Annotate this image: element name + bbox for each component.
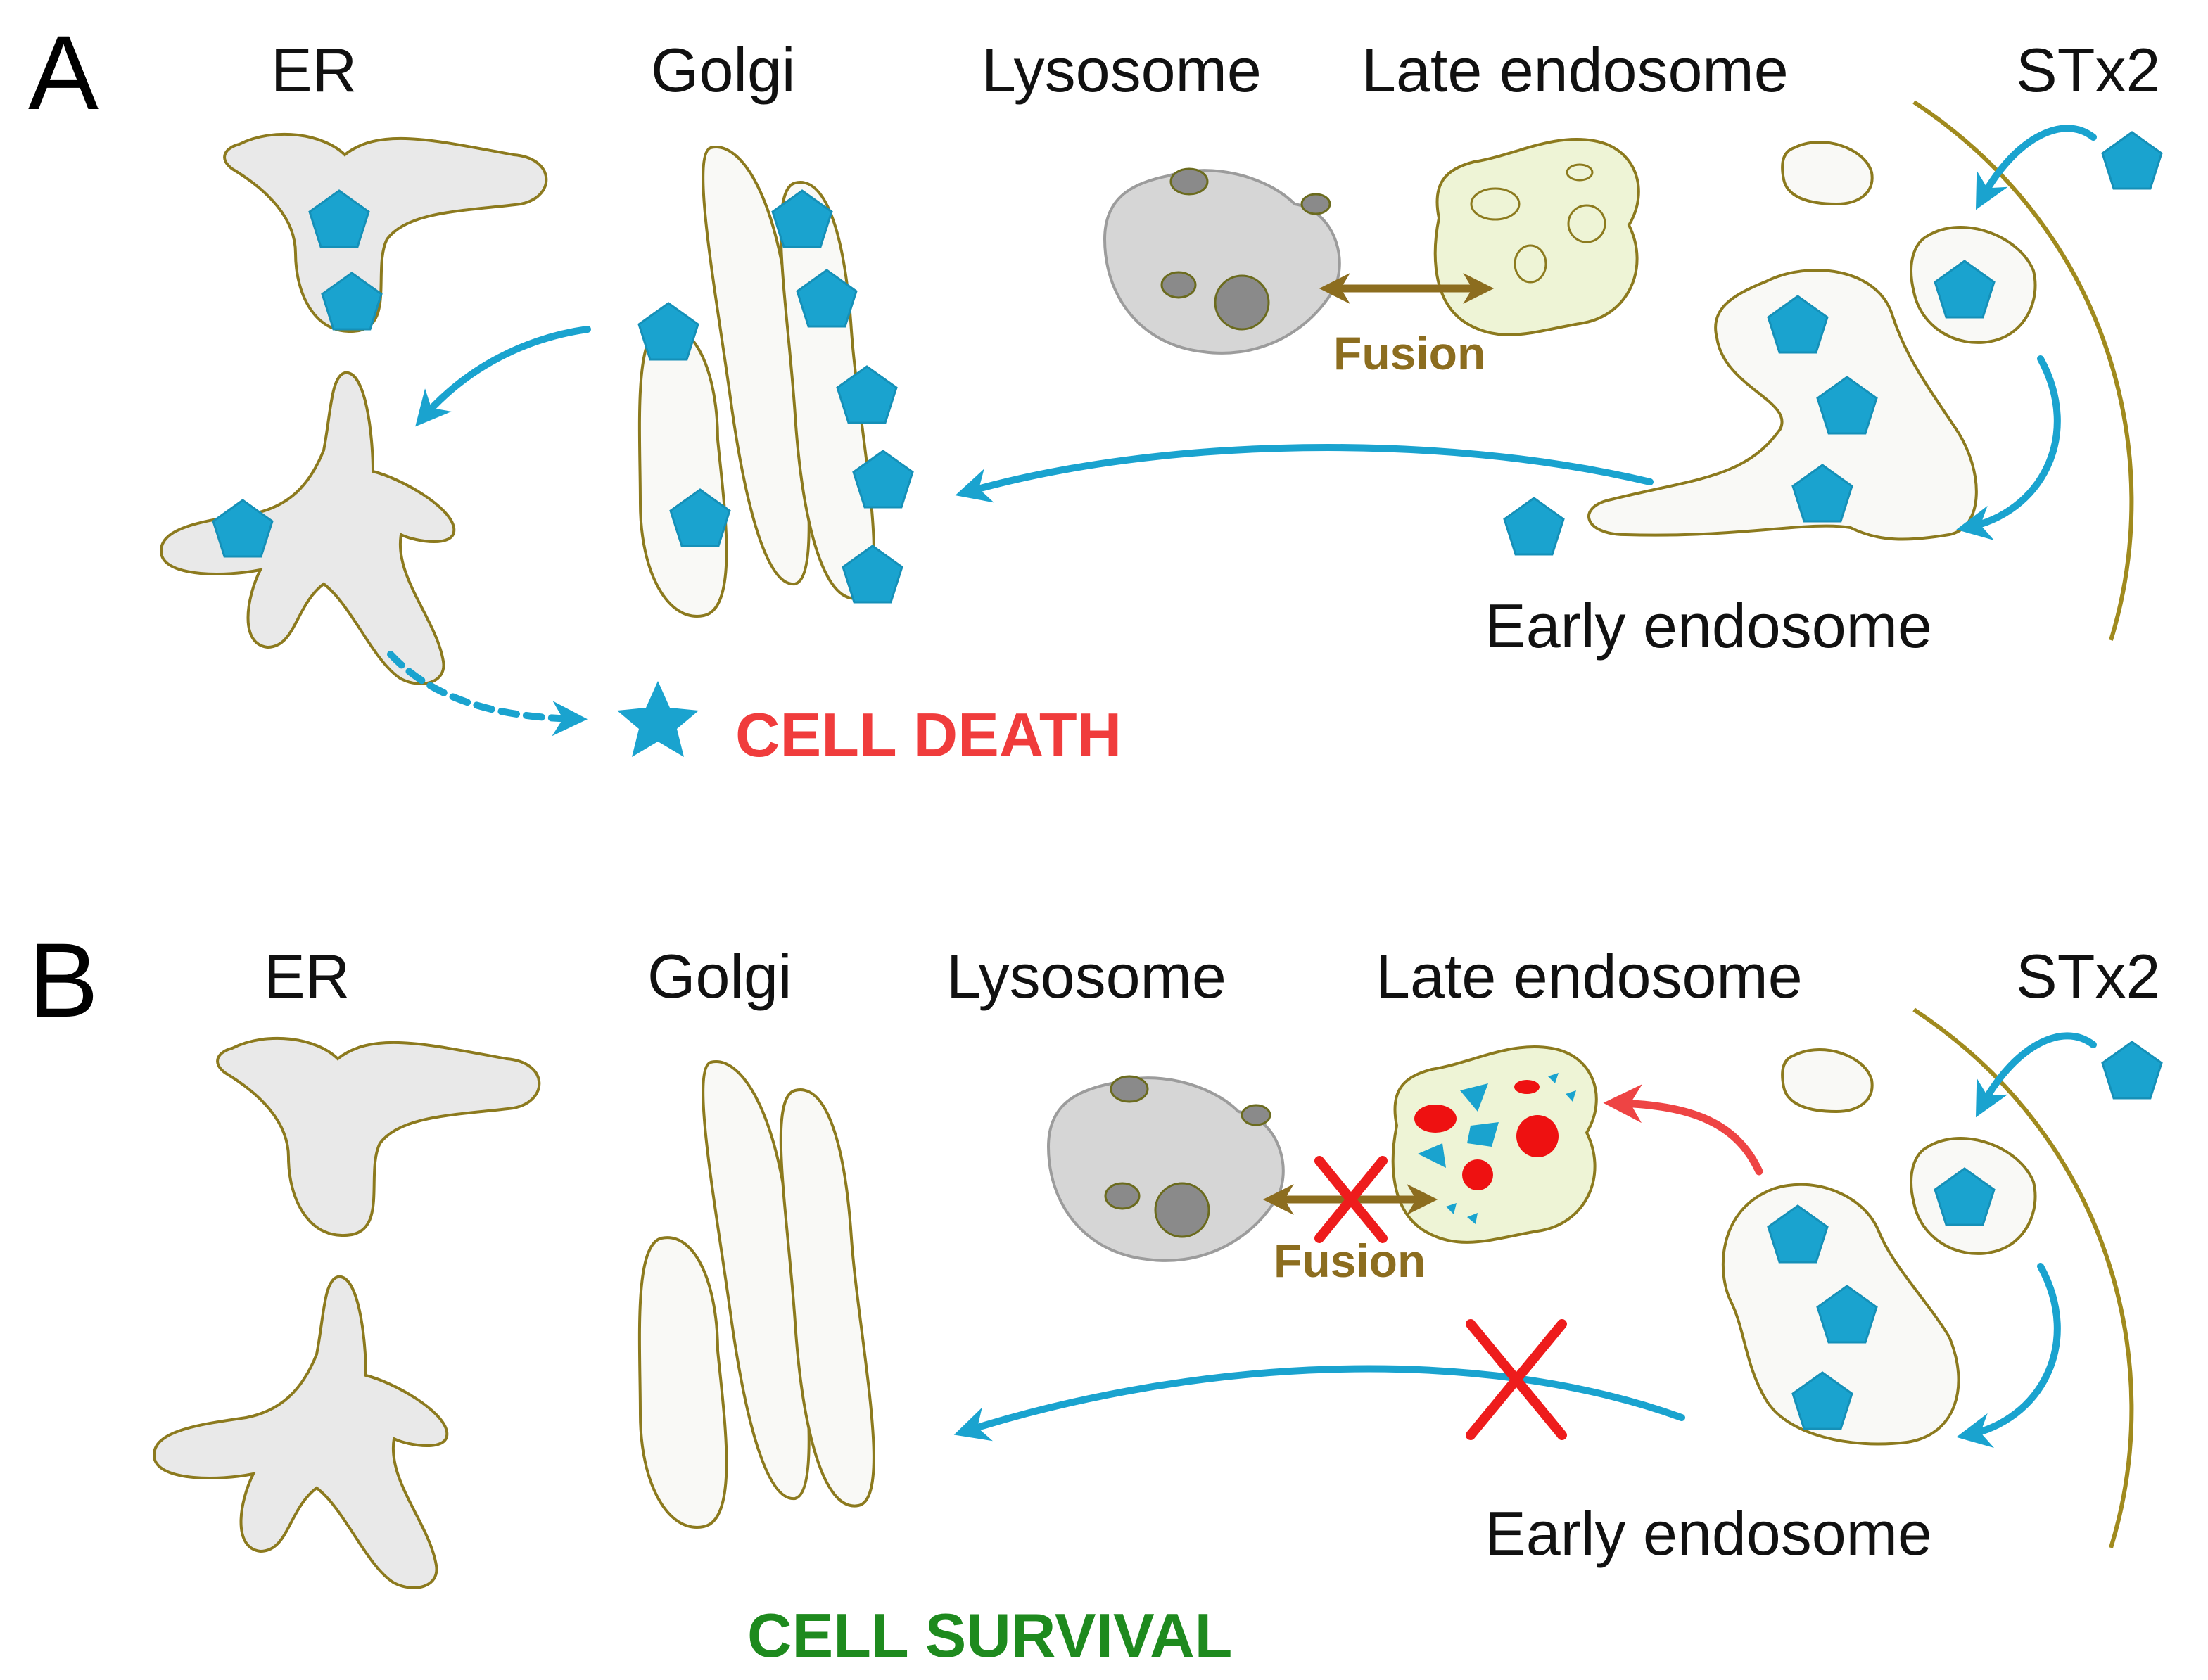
er-cisterna-top <box>223 132 548 333</box>
late-endosome <box>1433 137 1640 336</box>
to-early-endosome-arrow <box>1956 355 2061 540</box>
late-endosome-degrading <box>1391 1045 1598 1244</box>
vesicle <box>1781 1048 1874 1113</box>
label-fusion: Fusion <box>1274 1235 1426 1287</box>
vesicle <box>1781 141 1874 205</box>
plasma-membrane <box>1912 100 2134 641</box>
er-cisterna-bottom <box>160 371 456 685</box>
label-golgi: Golgi <box>647 941 792 1011</box>
panel-b-letter: B <box>28 921 99 1039</box>
label-stx2: STx2 <box>2016 35 2160 105</box>
label-lysosome: Lysosome <box>982 35 1262 105</box>
stx2-toxin-icon <box>637 302 699 361</box>
label-er: ER <box>271 35 357 105</box>
er-cisterna-bottom <box>153 1275 449 1589</box>
stx2-toxin-icon <box>2101 1041 2163 1100</box>
retrograde-blocked-cross-icon <box>1466 1319 1567 1440</box>
label-fusion: Fusion <box>1333 327 1485 379</box>
lysosome <box>1047 1075 1285 1262</box>
endocytosis-arrow <box>1975 125 2097 210</box>
retrograde-to-golgi-arrow <box>955 444 1654 503</box>
cytosolic-toxin-star-icon <box>617 681 699 757</box>
label-late-endosome: Late endosome <box>1362 35 1789 105</box>
label-lysosome: Lysosome <box>946 941 1226 1011</box>
to-late-endosome-arrow <box>1603 1084 1763 1176</box>
golgi-to-er-arrow <box>415 326 591 427</box>
label-early-endosome: Early endosome <box>1485 591 1932 661</box>
to-early-endosome-arrow <box>1956 1263 2061 1448</box>
plasma-membrane <box>1912 1007 2134 1548</box>
er-cisterna-top <box>216 1036 541 1237</box>
stx2-toxin-icon <box>212 499 274 558</box>
outcome-cell-survival: CELL SURVIVAL <box>747 1601 1232 1670</box>
label-stx2: STx2 <box>2016 941 2160 1011</box>
panel-a: A ER Golgi Lysosome Late endosome STx2 E… <box>28 13 2163 770</box>
fusion-blocked-cross-icon <box>1314 1156 1388 1243</box>
golgi-cisterna <box>637 1236 728 1529</box>
retrograde-to-golgi-arrow-blocked <box>953 1365 1685 1442</box>
outcome-cell-death: CELL DEATH <box>735 700 1122 770</box>
label-early-endosome: Early endosome <box>1485 1498 1932 1568</box>
label-er: ER <box>264 941 350 1011</box>
golgi-cisterna <box>637 325 728 618</box>
label-golgi: Golgi <box>651 35 795 105</box>
lysosome <box>1103 167 1341 355</box>
panel-b: B ER Golgi Lysosome Late endosome STx2 E… <box>28 921 2163 1670</box>
panel-a-letter: A <box>28 13 99 132</box>
endocytosis-arrow <box>1975 1032 2097 1118</box>
cytosol-release-arrow <box>387 651 588 737</box>
label-late-endosome: Late endosome <box>1376 941 1803 1011</box>
stx2-toxin-icon <box>2101 131 2163 190</box>
stx2-toxin-icon <box>1503 497 1565 556</box>
